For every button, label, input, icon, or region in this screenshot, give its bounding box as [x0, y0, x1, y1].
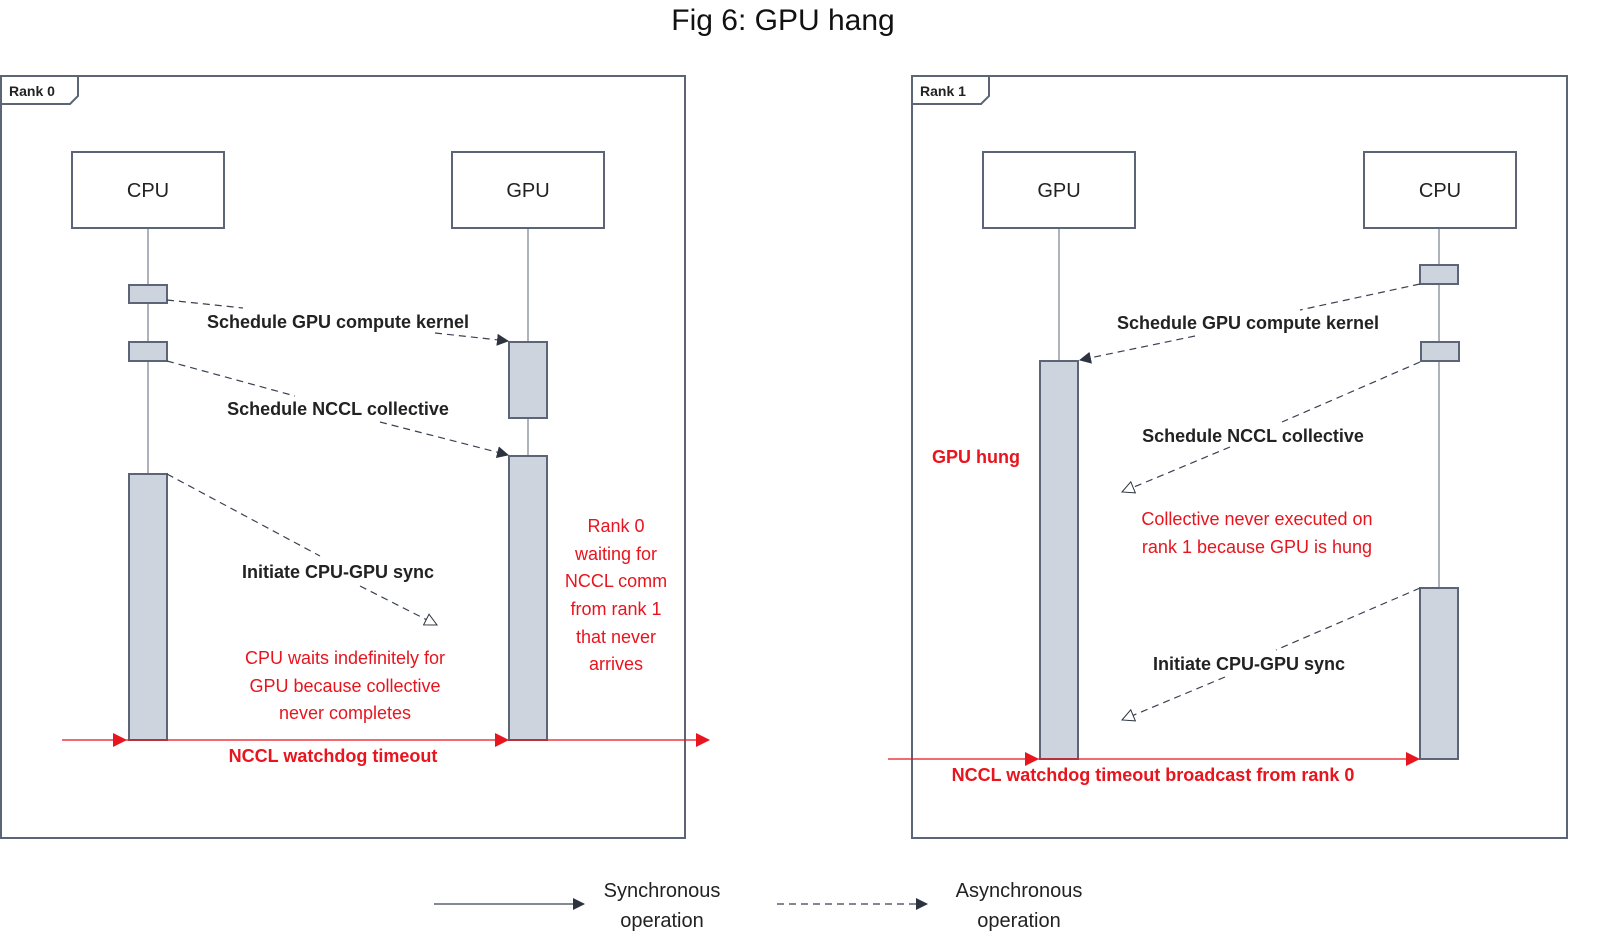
rank1-msg-schedule-kernel: Schedule GPU compute kernel: [1079, 283, 1421, 364]
svg-text:NCCL comm: NCCL comm: [565, 571, 667, 591]
rank0-cpu-activation: [128, 473, 168, 741]
rank1-watchdog-timeout: NCCL watchdog timeout broadcast from ran…: [888, 752, 1420, 785]
svg-text:Collective never executed on: Collective never executed on: [1141, 509, 1372, 529]
rank1-cpu-activation: [1419, 587, 1459, 760]
svg-text:waiting for: waiting for: [574, 544, 657, 564]
rank0-msg-schedule-kernel: Schedule GPU compute kernel: [166, 299, 509, 346]
rank0-gpu-note: Rank 0 waiting for NCCL comm from rank 1…: [565, 516, 667, 674]
svg-text:Initiate CPU-GPU sync: Initiate CPU-GPU sync: [1153, 654, 1345, 674]
rank0-msg-schedule-collective: Schedule NCCL collective: [166, 360, 509, 459]
rank0-cpu-note: CPU waits indefinitely for GPU because c…: [245, 648, 445, 723]
rank1-cpu-activation: [1420, 341, 1460, 362]
svg-text:Schedule GPU compute kernel: Schedule GPU compute kernel: [207, 312, 469, 332]
svg-text:CPU waits indefinitely for: CPU waits indefinitely for: [245, 648, 445, 668]
rank0-gpu-activation: [508, 341, 548, 419]
legend-async-label: operation: [977, 910, 1060, 932]
svg-text:that never: that never: [576, 627, 656, 647]
svg-text:from rank 1: from rank 1: [570, 599, 661, 619]
svg-text:rank 1 because GPU is hung: rank 1 because GPU is hung: [1142, 537, 1372, 557]
rank0-tab: [1, 76, 79, 105]
svg-text:Schedule NCCL collective: Schedule NCCL collective: [227, 399, 449, 419]
figure-title: Fig 6: GPU hang: [671, 4, 894, 37]
rank1-cpu-box: [1363, 151, 1517, 229]
svg-text:NCCL watchdog timeout: NCCL watchdog timeout: [229, 746, 438, 766]
rank0-tab-label: Rank 0: [9, 83, 55, 99]
svg-text:NCCL watchdog timeout broadcas: NCCL watchdog timeout broadcast from ran…: [952, 765, 1355, 785]
rank0-watchdog-timeout: NCCL watchdog timeout: [62, 733, 710, 766]
rank1-cpu-activation: [1419, 264, 1459, 285]
svg-text:arrives: arrives: [589, 654, 643, 674]
rank1-collective-note: Collective never executed on rank 1 beca…: [1141, 509, 1372, 557]
rank0-gpu-box: [451, 151, 605, 229]
rank1-tab-label: Rank 1: [920, 83, 966, 99]
rank0-cpu-activation: [128, 341, 168, 362]
legend-sync-label: operation: [620, 910, 703, 932]
svg-text:never completes: never completes: [279, 703, 411, 723]
rank0-cpu-box: [71, 151, 225, 229]
svg-text:Rank 0: Rank 0: [587, 516, 644, 536]
rank1-frame: Rank 1 GPU CPU Schedule GPU compute kern…: [888, 75, 1568, 839]
rank1-cpu-label: CPU: [1419, 180, 1461, 202]
svg-text:GPU because collective: GPU because collective: [249, 676, 440, 696]
legend-sync-label: Synchronous: [604, 880, 721, 902]
rank1-gpu-hung-note: GPU hung: [932, 447, 1020, 467]
rank1-msg-cpu-gpu-sync: Initiate CPU-GPU sync: [1122, 587, 1421, 720]
rank0-frame: Rank 0 CPU GPU Schedule GPU compute kern…: [0, 75, 710, 839]
rank0-gpu-label: GPU: [506, 180, 549, 202]
rank1-gpu-activation: [1039, 360, 1079, 760]
rank1-msg-schedule-collective: Schedule NCCL collective: [1122, 361, 1421, 492]
legend: Synchronous operation Asynchronous opera…: [434, 880, 1082, 932]
svg-text:Schedule NCCL collective: Schedule NCCL collective: [1142, 426, 1364, 446]
rank1-tab: [912, 76, 990, 105]
legend-async-label: Asynchronous: [956, 880, 1083, 902]
rank0-msg-cpu-gpu-sync: Initiate CPU-GPU sync: [166, 473, 437, 626]
rank0-gpu-activation: [508, 455, 548, 741]
rank1-gpu-box: [982, 151, 1136, 229]
rank1-gpu-label: GPU: [1037, 180, 1080, 202]
svg-text:Initiate CPU-GPU sync: Initiate CPU-GPU sync: [242, 562, 434, 582]
rank0-cpu-label: CPU: [127, 180, 169, 202]
svg-text:Schedule GPU compute kernel: Schedule GPU compute kernel: [1117, 313, 1379, 333]
rank0-cpu-activation: [128, 284, 168, 304]
